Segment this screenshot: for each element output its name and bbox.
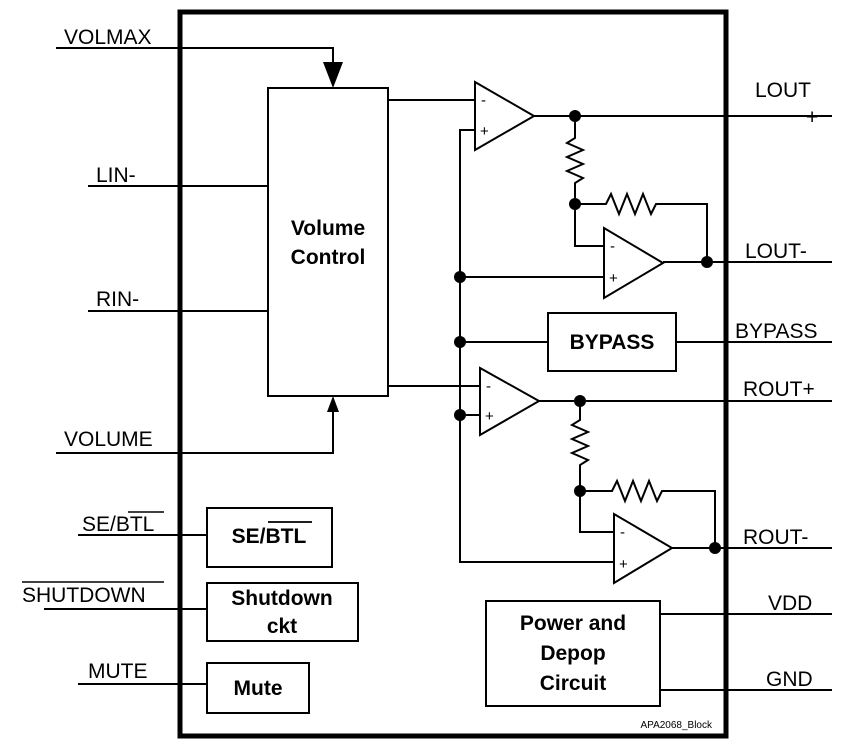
pin-shutdown-label: SHUTDOWN (22, 584, 146, 607)
pin-rout-plus-label: ROUT+ (743, 378, 815, 401)
resistor-left-vertical (564, 116, 586, 204)
pin-lout-label: LOUT (755, 79, 811, 102)
resistor-left-feedback (575, 191, 708, 262)
se-btl-block-label: SE/BTL (232, 525, 307, 548)
shutdown-ckt-label-line2: ckt (267, 615, 297, 638)
amp-rout-plus (479, 366, 542, 437)
pin-volume-label: VOLUME (64, 428, 153, 451)
junction-bias-amp3 (454, 409, 466, 421)
pin-se-btl-label: SE/BTL (82, 513, 154, 536)
amp-rout-minus (613, 512, 674, 585)
junction-amp4-out (709, 542, 721, 554)
amp-rout-minus-plus: + (619, 556, 628, 573)
diagram-caption: APA2068_Block (640, 720, 713, 731)
pin-mute-label: MUTE (88, 660, 148, 683)
amp2-minus-wire (574, 204, 604, 247)
chip-outline (177, 9, 729, 739)
mute-block (206, 662, 310, 714)
volume-control-label-line1: Volume (291, 217, 365, 240)
amp-rout-plus-minus: - (486, 378, 491, 395)
amp-lout-plus-minus: - (481, 92, 486, 109)
volume-control-block (267, 87, 389, 397)
amp-rout-plus-plus: + (485, 408, 494, 425)
amp-lout-minus-plus: + (609, 270, 618, 287)
junction-amp2-out (701, 256, 713, 268)
amp-lout-minus-minus: - (610, 238, 615, 255)
amp-lout-plus (474, 80, 537, 152)
shutdown-ckt-block (206, 582, 359, 642)
bypass-block-label: BYPASS (570, 331, 655, 354)
junction-bias-amp2 (454, 271, 466, 283)
volume-wire (56, 412, 334, 454)
power-depop-block (485, 600, 661, 707)
shutdown-ckt-label-line1: Shutdown (231, 587, 332, 610)
bypass-block (547, 312, 677, 372)
pin-volmax-label: VOLMAX (64, 26, 152, 49)
power-depop-label-line3: Circuit (540, 672, 607, 695)
pin-bypass-label: BYPASS (735, 320, 817, 343)
volmax-arrow (323, 62, 343, 88)
junction-bias-bypass (454, 336, 466, 348)
amp-lout-minus (603, 226, 665, 300)
resistor-right-vertical (569, 401, 591, 491)
amp-rout-minus-minus: - (620, 524, 625, 541)
amp4-minus-wire (579, 491, 614, 533)
mute-block-label: Mute (234, 677, 283, 700)
se-btl-block (206, 507, 333, 568)
amp-lout-plus-plus: + (480, 123, 489, 140)
pin-gnd-label: GND (766, 668, 813, 691)
volume-control-label-line2: Control (291, 246, 366, 269)
pin-rin-minus-label: RIN- (96, 288, 139, 311)
resistor-right-feedback (580, 478, 716, 548)
pin-lout-minus-label: LOUT- (745, 240, 807, 263)
pin-lout-plus-sign: + (806, 106, 818, 129)
volmax-wire (56, 47, 334, 64)
pin-rout-minus-label: ROUT- (743, 526, 808, 549)
power-depop-label-line2: Depop (540, 642, 605, 665)
pin-lin-minus-label: LIN- (96, 164, 136, 187)
pin-vdd-label: VDD (768, 592, 812, 615)
power-depop-label-line1: Power and (520, 612, 626, 635)
volume-arrow (327, 396, 339, 412)
